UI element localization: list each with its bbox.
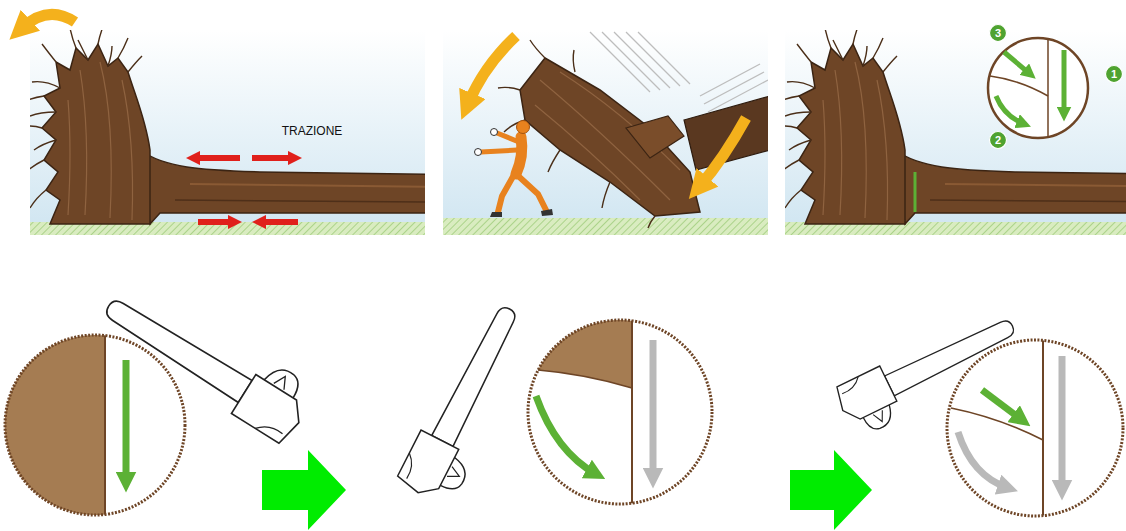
- cut-line: [914, 172, 917, 212]
- tension-label: TRAZIONE: [282, 125, 343, 137]
- motion-arrow: [22, 14, 75, 28]
- label-anchor: TRAZIONE: [282, 125, 343, 137]
- scene-tension: [30, 30, 425, 235]
- tension-arrows: [196, 158, 298, 222]
- trunk-stub: [626, 116, 684, 158]
- label-anchor: 1: [1111, 69, 1117, 80]
- label-anchor: 2: [995, 135, 1001, 146]
- callout-number: 2: [995, 135, 1001, 146]
- chainsaw: [95, 272, 319, 446]
- chainsaw: [395, 298, 542, 508]
- callout-number: 3: [995, 28, 1001, 39]
- callout-number: 1: [1111, 69, 1117, 80]
- scene-falling: [443, 30, 768, 235]
- cut-inset: [988, 38, 1088, 138]
- cut-step-2: [528, 320, 712, 504]
- cut-step-3: [947, 340, 1123, 516]
- motion-arrow: [700, 118, 746, 186]
- scene-cut: [785, 30, 1126, 235]
- motion-arrow: [468, 36, 516, 104]
- uprooted-tree: [785, 30, 1126, 224]
- root-plate: [520, 58, 700, 216]
- ground: [443, 218, 768, 235]
- cut-step-1: [5, 335, 185, 515]
- label-anchor: 3: [995, 28, 1001, 39]
- step-arrow: [790, 450, 872, 530]
- worker: [475, 121, 554, 218]
- callout-badges: [990, 25, 1123, 149]
- step-arrow: [262, 450, 346, 530]
- uprooted-tree: [30, 30, 425, 224]
- speed-lines: [590, 32, 768, 112]
- chainsaw: [832, 306, 1027, 440]
